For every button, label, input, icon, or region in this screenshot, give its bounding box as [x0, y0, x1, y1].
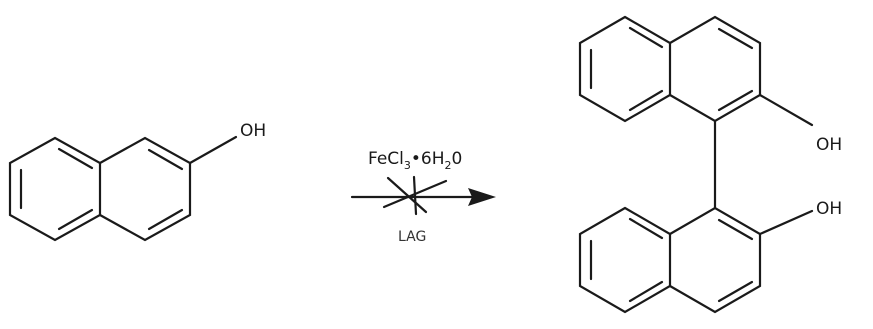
lower-oh-label: OH	[816, 199, 842, 219]
product-upper-naphthalene	[578, 15, 762, 123]
reaction-conditions: FeCl3•6H20 LAG	[350, 149, 496, 245]
reactant-oh-bond	[188, 135, 238, 165]
reactant-ring-left	[8, 136, 102, 242]
reactant-2-naphthol: OH	[8, 121, 266, 242]
product-binol: OH OH	[578, 15, 842, 314]
conditions-below-arrow: LAG	[398, 229, 426, 245]
lower-oh-bond	[758, 209, 814, 236]
reactant-ring-right	[98, 136, 192, 242]
reactant-oh-label: OH	[240, 121, 266, 141]
upper-oh-bond	[758, 93, 814, 127]
product-lower-naphthalene	[578, 206, 762, 314]
crossed-out-mark	[382, 175, 448, 216]
upper-oh-label: OH	[816, 135, 842, 155]
reagent-formula: FeCl3•6H20	[368, 149, 462, 172]
